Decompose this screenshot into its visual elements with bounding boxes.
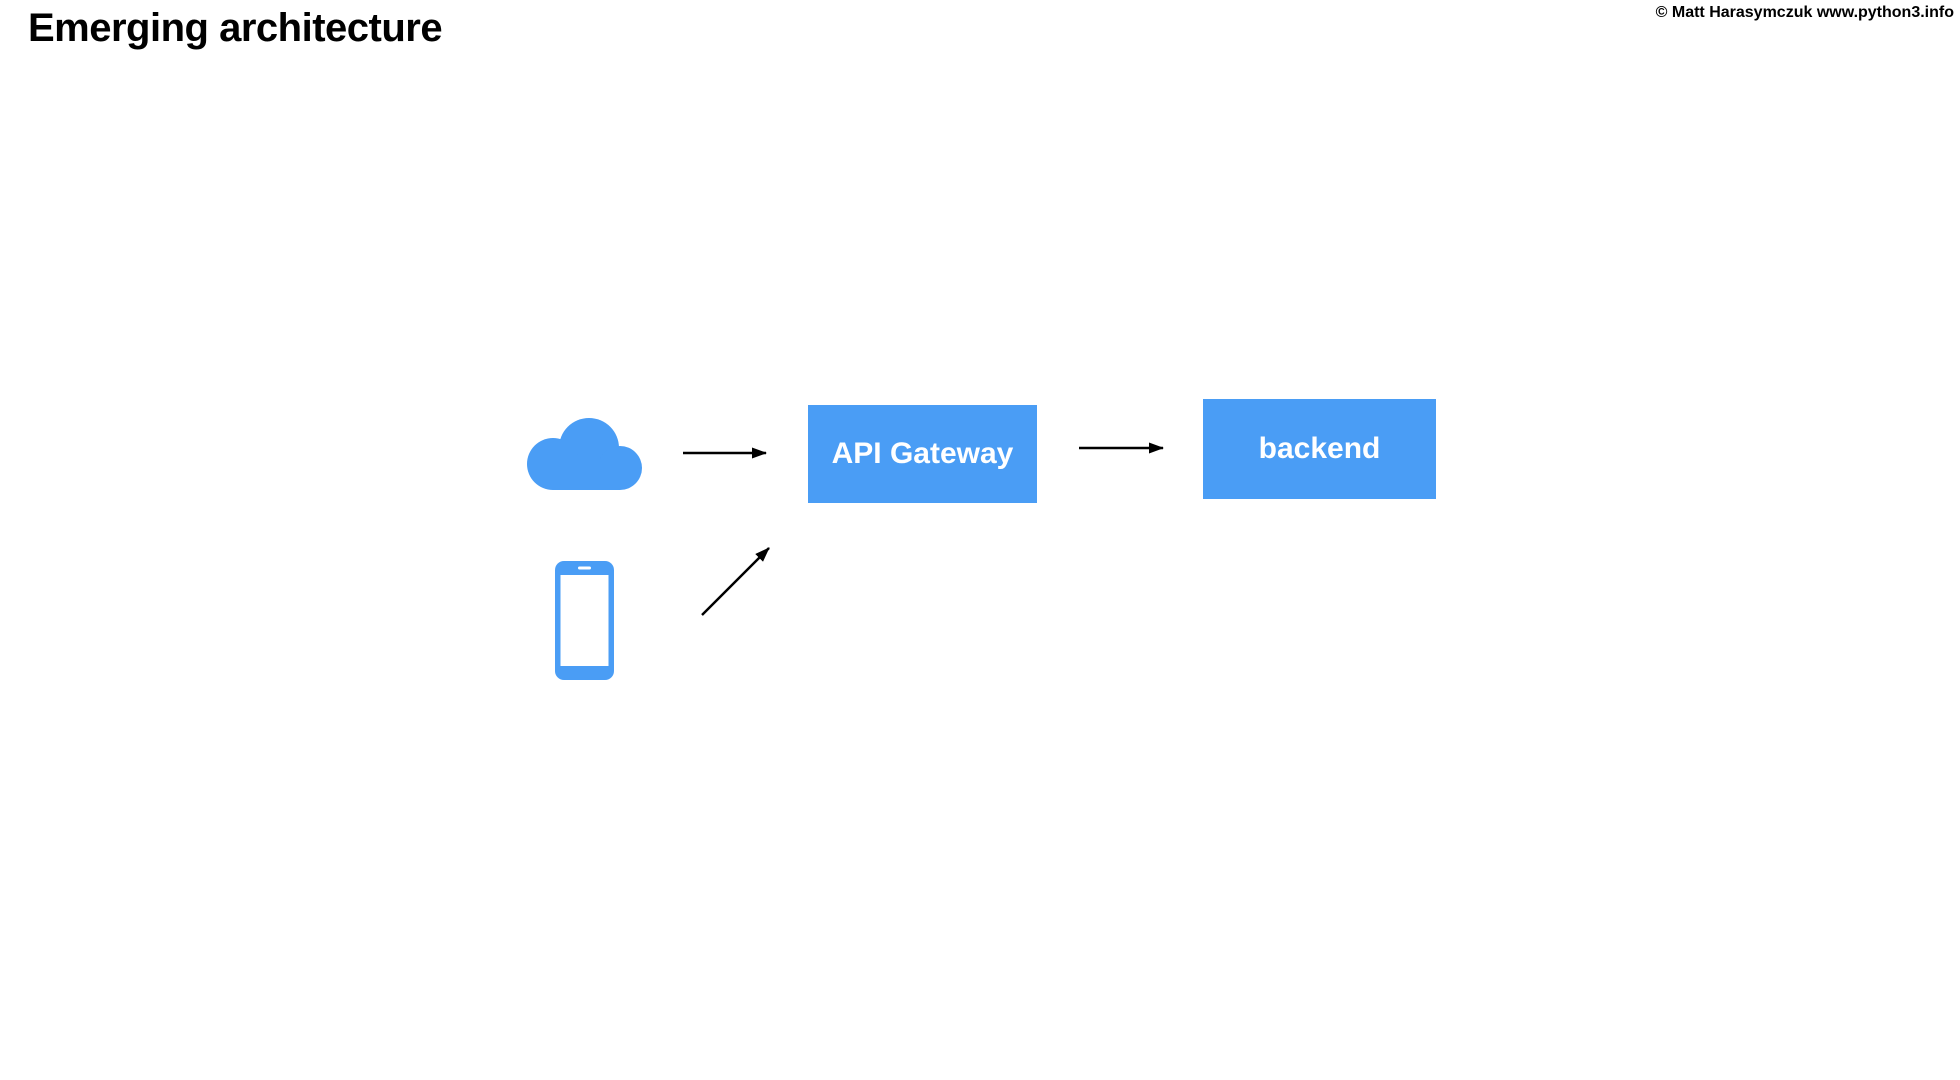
cloud-icon — [527, 418, 643, 494]
backend-node: backend — [1203, 399, 1436, 499]
smartphone-icon — [555, 561, 614, 684]
arrow-phone-to-gateway — [701, 547, 770, 616]
api-gateway-node: API Gateway — [808, 405, 1037, 503]
api-gateway-label: API Gateway — [831, 437, 1014, 470]
backend-label: backend — [1258, 432, 1381, 465]
slide-title: Emerging architecture — [28, 6, 443, 50]
cloud-node — [527, 418, 643, 490]
copyright-notice: © Matt Harasymczuk www.python3.info — [1655, 4, 1954, 21]
mobile-node — [555, 561, 614, 680]
